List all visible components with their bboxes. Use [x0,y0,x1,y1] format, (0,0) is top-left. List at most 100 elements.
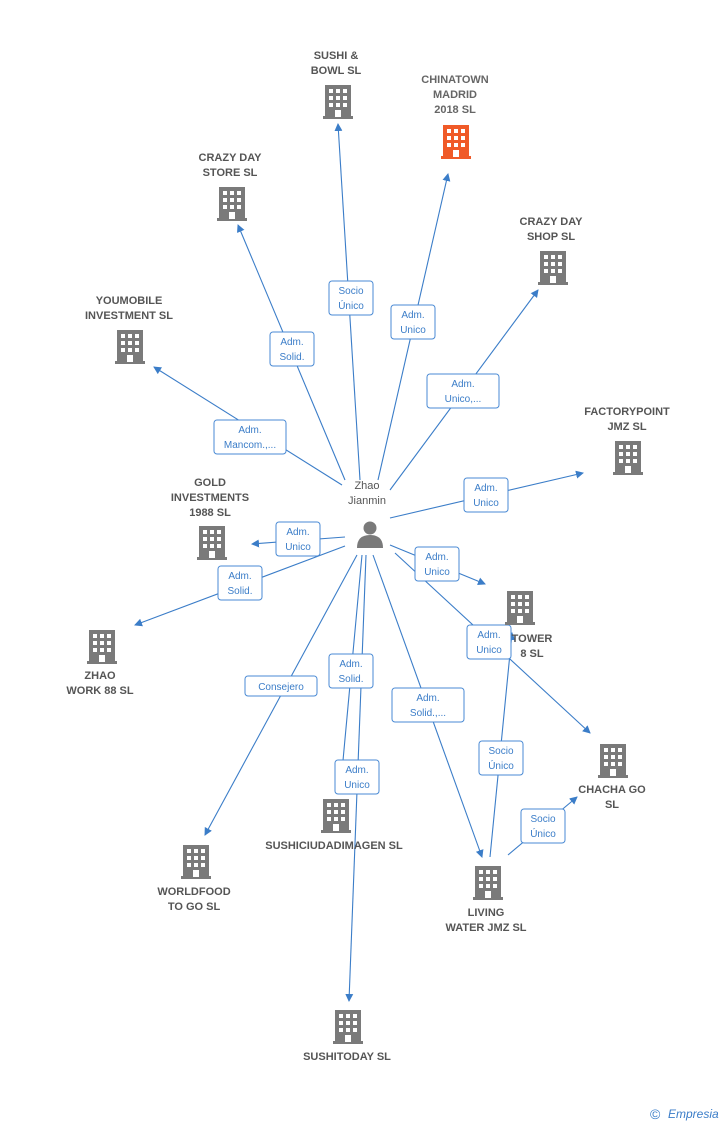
edge-label-chinatown-madrid[interactable]: Adm. Unico [390,304,436,340]
edge-label-text: Único [530,827,556,840]
edge-label-text: Adm. [474,483,497,494]
company-node-crazy-day-shop[interactable]: CRAZY DAY SHOP SL [520,216,584,285]
edge-label-text: Solid. [338,674,363,685]
building-icon [217,187,247,221]
edge-label-crazy-day-shop[interactable]: Adm.Unico,... [426,373,500,409]
edge-label-youmobile[interactable]: Adm.Mancom.,... [213,419,287,455]
edge-label-chacha-go[interactable]: Adm. Unico [466,624,512,660]
edge-label-box [244,675,318,697]
person-icon [357,521,383,548]
company-label: WATER JMZ SL [445,922,526,934]
edge-label-sushiciudadimagen[interactable]: Adm.Solid. [328,653,374,689]
company-label: 1988 SL [189,507,231,519]
company-label: SUSHICIUDADIMAGEN SL [265,840,403,852]
edge-label-text: Adm. [477,630,500,641]
company-label: GOLD [194,477,226,489]
edge-label-box [478,740,524,776]
building-icon [87,630,117,664]
edge-label-box [213,419,287,455]
building-icon [197,526,227,560]
company-label: CHACHA GO [578,784,646,796]
edge-label-box [414,546,460,582]
company-label: JMZ SL [607,421,646,433]
edge-label-tower[interactable]: Adm. Unico [414,546,460,582]
edge-label-box [426,373,500,409]
company-label: ZHAO [84,670,116,682]
edge-label-box [334,759,380,795]
company-label: WORK 88 SL [66,685,134,697]
building-icon [505,591,535,625]
edge-label-worldfood[interactable]: Consejero [244,675,318,697]
edge-label-box [217,565,263,601]
edge-label-sushitoday[interactable]: Adm. Unico [334,759,380,795]
building-icon [181,845,211,879]
company-node-tower[interactable]: TOWER 8 SL [505,591,552,660]
edge-label-gold-investments[interactable]: Adm.Unico [275,521,321,557]
company-label: CHINATOWN [421,74,488,86]
edge-label-text: Adm. [345,765,368,776]
edge-label-box [328,280,374,316]
person-label: Zhao [354,480,379,492]
company-node-sushitoday[interactable]: SUSHITODAY SL [303,1010,391,1063]
building-icon [538,251,568,285]
company-label: STORE SL [203,167,258,179]
edge-label-factorypoint[interactable]: Adm.Unico [463,477,509,513]
edge-label-text: Adm. [416,693,439,704]
company-label: SHOP SL [527,231,575,243]
edge-label-living-water[interactable]: Adm.Solid.,... [391,687,465,723]
company-node-sushiciudadimagen[interactable]: SUSHICIUDADIMAGEN SL [265,799,403,852]
company-label: SUSHITODAY SL [303,1051,391,1063]
company-label: SL [605,799,619,811]
edge-label-box [520,808,566,844]
edge-label-box [390,304,436,340]
building-icon [598,744,628,778]
building-icon [323,85,353,119]
copyright-symbol: © [650,1106,661,1122]
company-label: YOUMOBILE [96,295,163,307]
company-label: 2018 SL [434,104,476,116]
company-node-zhao-work[interactable]: ZHAO WORK 88 SL [66,630,134,697]
building-icon [115,330,145,364]
building-icon [321,799,351,833]
company-label: TO GO SL [168,901,221,913]
company-label: SUSHI & [314,50,359,62]
edge-label-text: Unico [476,645,502,656]
edge-label-text: Socio [530,814,555,825]
edge-label-text: Unico [344,780,370,791]
edge-label-text: Adm. [401,310,424,321]
brand-logo: Empresia [668,1107,719,1121]
edge-label-box [391,687,465,723]
edge-label-box [466,624,512,660]
company-label: CRAZY DAY [520,216,584,228]
edge-label-text: Unico,... [445,394,482,405]
edge-label-text: Adm. [280,337,303,348]
company-label: TOWER [512,633,553,645]
edge-label-text: Adm. [425,552,448,563]
edge-label-zhao-work[interactable]: Adm.Solid. [217,565,263,601]
edge-label-text: Socio [488,746,513,757]
edge-label-crazy-day-store[interactable]: Adm.Solid. [269,331,315,367]
edge-labels-layer: SocioÚnicoAdm.UnicoAdm.Solid.Adm.Unico,.… [213,280,566,844]
company-node-sushi-bowl[interactable]: SUSHI &BOWL SL [311,50,362,119]
edge-label-text: Adm. [228,571,251,582]
company-label: 8 SL [520,648,544,660]
edge-label-box [275,521,321,557]
edge-label-text: Adm. [286,527,309,538]
company-node-chacha-go[interactable]: CHACHA GO SL [578,744,646,811]
edge-label-text: Socio [338,286,363,297]
edge-label-text: Unico [424,567,450,578]
edge-label-text: Unico [400,325,426,336]
edge-label-box [463,477,509,513]
